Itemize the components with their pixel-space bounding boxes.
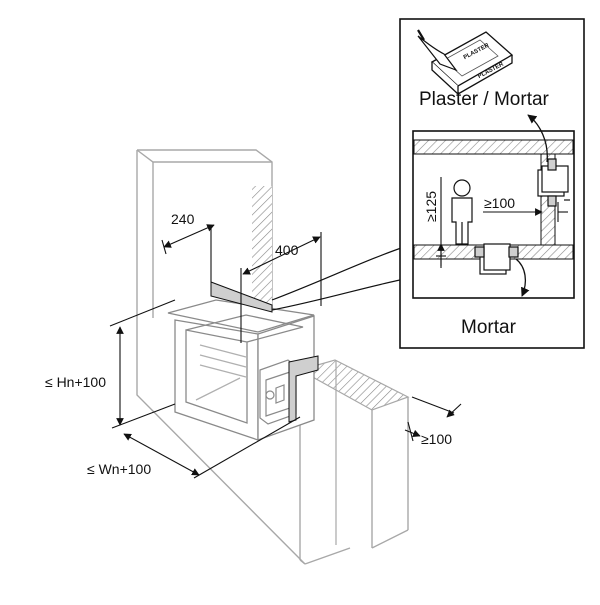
slab-top <box>413 139 574 155</box>
detail-dim-vertical: ≥125 <box>423 191 439 222</box>
dim-240-label: 240 <box>171 211 195 227</box>
detail-damper-lower <box>474 243 519 275</box>
dim-width-label: ≤ Wn+100 <box>87 461 151 477</box>
dim-height-label: ≤ Hn+100 <box>45 374 106 390</box>
side-wall <box>298 359 410 565</box>
dim-400-label: 400 <box>275 242 299 258</box>
material-label: Plaster / Mortar <box>419 89 550 110</box>
plaster-package-icon: PLASTER PLASTER <box>430 31 514 96</box>
wall-hatch-top <box>252 186 272 308</box>
detail-arrows <box>515 114 548 297</box>
actuator <box>259 359 297 425</box>
detail-dim-horizontal: ≥100 <box>484 195 515 211</box>
mortar-label: Mortar <box>461 317 517 338</box>
person-icon <box>451 179 473 245</box>
trowel-icon <box>417 29 458 72</box>
dim-gap-label: ≥100 <box>421 431 452 447</box>
callout-lines <box>271 244 411 311</box>
detail-dimensions <box>436 177 568 268</box>
detail-damper-upper <box>537 158 570 207</box>
dimension-lines <box>109 224 462 479</box>
collar-strip-side <box>288 355 319 423</box>
detail-box: PLASTER PLASTER Plaster / Mortar <box>399 18 585 349</box>
